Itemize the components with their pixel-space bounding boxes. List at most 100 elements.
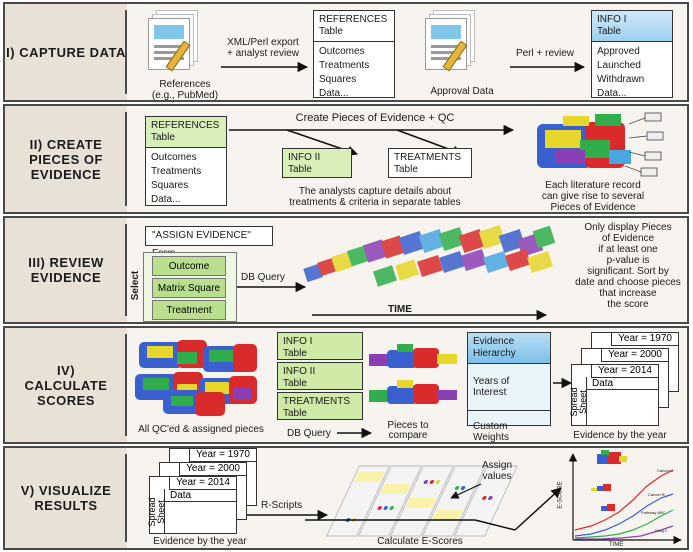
pieces-to-compare (369, 344, 457, 404)
year-label: Year = 1970 (611, 333, 678, 346)
arrow-assign (450, 483, 482, 499)
table-item: Treatments (151, 166, 202, 177)
export-label-2: + analyst review (227, 48, 299, 59)
compare-caption-2: compare (388, 430, 428, 441)
table-item: Data... (151, 194, 181, 205)
references-title: REFERENCES (151, 120, 220, 131)
compare-caption-1: Pieces to (387, 420, 429, 431)
arrow-db-query (337, 427, 373, 439)
select-label: Select (130, 270, 142, 301)
arrow-calculate (305, 487, 562, 531)
evidence-timeline-strip (303, 225, 556, 287)
year-label: Year = 2014 (169, 477, 236, 490)
approval-document-icon (425, 10, 481, 72)
arrow-perl (510, 61, 586, 73)
assign-values-2: values (482, 471, 512, 482)
spreadsheet-2014: Year = 2014 Data Spread Sheet (569, 364, 659, 426)
weights-panel: Evidence Hierarchy Years of Interest Cus… (467, 332, 551, 443)
references-title: REFERENCES (319, 14, 388, 25)
e-score-axis-label: E-SCORE (557, 481, 564, 509)
select-matrix-square[interactable]: Matrix Square (152, 278, 226, 298)
db-query-label: DB Query (287, 428, 331, 439)
custom-weights: Custom Weights (473, 421, 509, 443)
series-label: Cancer B (648, 492, 665, 497)
years-of-interest: Years of Interest (468, 364, 550, 411)
row-label: V) VISUALIZE RESULTS (5, 448, 127, 548)
arrow-create-pieces (229, 124, 515, 156)
note-line: Only display Pieces (584, 222, 672, 233)
pile-caption: All QC'ed & assigned pieces (138, 424, 264, 435)
spreadsheet-2014: Year = 2014 Data Spread Sheet (147, 476, 237, 534)
row-label: II) CREATE PIECES OF EVIDENCE (5, 106, 127, 212)
cluster-caption-3: Pieces of Evidence (550, 202, 636, 213)
references-subtitle: Table (151, 132, 175, 143)
info-ii-subtitle: Table (288, 164, 312, 175)
info-ii-title: INFO II (283, 366, 316, 377)
select-outcome[interactable]: Outcome (152, 256, 226, 276)
table-item: Outcomes (151, 152, 197, 163)
references-example: (e.g., PubMed) (151, 90, 219, 101)
time-axis-label: TIME (609, 542, 624, 548)
table-item: Squares (151, 180, 189, 191)
arrow-r-scripts (247, 509, 329, 521)
arrow-export (221, 61, 309, 73)
treatments-subtitle: Table (283, 408, 307, 419)
table-item: Withdrawn (597, 74, 645, 85)
document-stack-icon (148, 10, 204, 72)
info-ii-subtitle: Table (283, 378, 307, 389)
treatments-title: TREATMENTS (283, 396, 351, 407)
hierarchy-line-1: Evidence (473, 336, 515, 347)
row-visualize-results: V) VISUALIZE RESULTS Year = 1970 Year = … (3, 446, 689, 550)
table-item: Outcomes (319, 46, 365, 57)
info-i-title: INFO I (597, 14, 627, 25)
table-item: Launched (597, 60, 641, 71)
evidence-pile (135, 340, 257, 416)
time-label: TIME (388, 304, 412, 315)
series-label: Drug 1 (655, 528, 668, 533)
arrow-db-query (237, 281, 307, 293)
row-calculate-scores: IV) CALCULATE SCORES All QC'ed & assigne… (3, 326, 689, 444)
create-pieces-label: Create Pieces of Evidence + QC (295, 112, 455, 124)
row-label: III) REVIEW EVIDENCE (5, 218, 127, 322)
row-review-evidence: III) REVIEW EVIDENCE "ASSIGN EVIDENCE" F… (3, 216, 689, 324)
e-score-chart (568, 450, 682, 545)
treatments-title: TREATMENTS (394, 152, 462, 163)
treatments-subtitle: Table (394, 164, 418, 175)
note-line: significant. Sort by (587, 266, 669, 277)
references-caption: References (159, 79, 211, 90)
year-label: Year = 2014 (591, 365, 658, 378)
row-create-pieces: II) CREATE PIECES OF EVIDENCE REFERENCES… (3, 104, 689, 214)
table-item: Data... (597, 88, 627, 99)
hierarchy-line-2: Hierarchy (473, 348, 516, 359)
table-item: Treatments (319, 60, 370, 71)
series-label: Pathway ABC (641, 510, 666, 515)
cluster-caption-1: Each literature record (545, 180, 641, 191)
evidence-by-year-caption: Evidence by the year (153, 536, 247, 547)
note-line: of Evidence (601, 233, 655, 244)
matrix-grid-graphic (325, 465, 519, 537)
row-label: I) CAPTURE DATA (5, 4, 127, 100)
year-label: Year = 1970 (189, 449, 256, 462)
note-line: date and choose pieces (575, 277, 681, 288)
calculate-e-scores-label: Calculate E-Scores (377, 536, 463, 547)
evidence-by-year-caption: Evidence by the year (573, 430, 667, 441)
select-treatment[interactable]: Treatment (152, 300, 226, 320)
info-i-subtitle: Table (597, 26, 621, 37)
info-i-subtitle: Table (283, 348, 307, 359)
assign-values-1: Assign (481, 460, 512, 471)
review-note: Only display Pieces of Evidence if at le… (571, 222, 685, 310)
data-label: Data (170, 490, 192, 501)
assign-evidence-form: "ASSIGN EVIDENCE" Form (145, 226, 273, 259)
info-i-title: INFO I (283, 336, 313, 347)
sheet-label: Sheet (578, 390, 588, 414)
series-label: Cancer A (657, 468, 674, 473)
analyst-note-2: treatments & criteria in separate tables (289, 197, 461, 208)
info-ii-title: INFO II (288, 152, 321, 163)
